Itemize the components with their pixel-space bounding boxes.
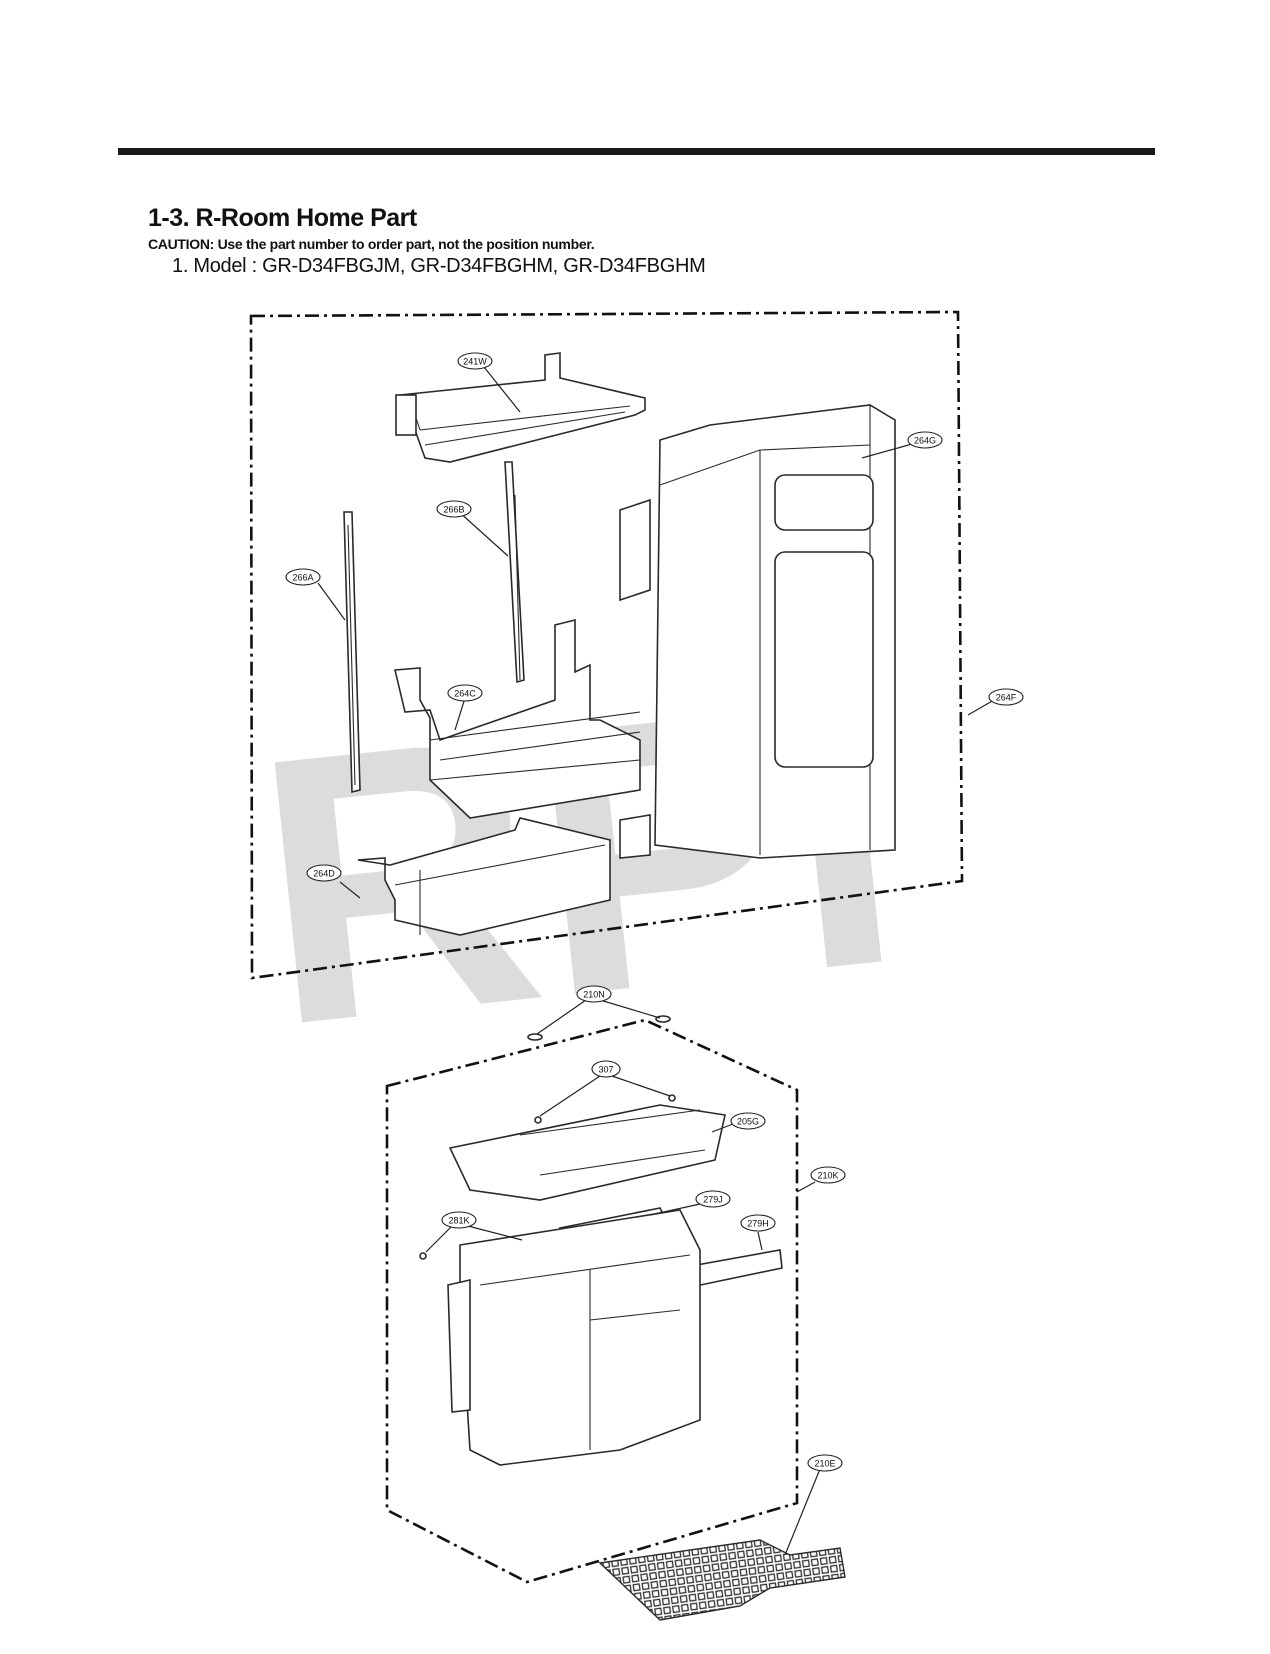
part-241W-shelf <box>395 352 646 463</box>
part-210K-box <box>447 1209 701 1466</box>
leader-lines <box>317 361 995 1556</box>
svg-text:241W: 241W <box>463 357 487 367</box>
part-266B-rail <box>504 461 525 684</box>
svg-text:281K: 281K <box>448 1216 469 1226</box>
svg-text:279J: 279J <box>703 1195 723 1205</box>
callout-264F: 264F <box>988 688 1024 706</box>
callout-279J: 279J <box>695 1190 731 1208</box>
svg-text:210E: 210E <box>814 1459 835 1469</box>
part-264F-cover <box>619 404 896 859</box>
callout-266A: 266A <box>285 568 321 586</box>
part-264C-basket <box>394 618 641 819</box>
callout-210E: 210E <box>807 1454 843 1472</box>
svg-text:264F: 264F <box>996 693 1017 703</box>
callout-264D: 264D <box>306 864 342 882</box>
svg-text:266A: 266A <box>292 573 313 583</box>
svg-text:307: 307 <box>598 1065 613 1075</box>
section-title: 1-3. R-Room Home Part <box>148 204 417 232</box>
top-rule <box>118 148 1155 155</box>
lower-assembly-boundary <box>385 1018 799 1584</box>
svg-text:264D: 264D <box>313 869 335 879</box>
part-205G-lid <box>448 1104 726 1201</box>
part-266A-rail <box>343 511 361 794</box>
svg-text:205G: 205G <box>737 1117 759 1127</box>
callout-279H: 279H <box>740 1214 776 1232</box>
callout-281K: 281K <box>441 1211 477 1229</box>
part-210E-mesh <box>598 1539 846 1621</box>
callout-241W: 241W <box>457 352 493 370</box>
svg-text:264C: 264C <box>454 689 476 699</box>
svg-text:279H: 279H <box>747 1219 769 1229</box>
part-307-screw-right <box>668 1094 676 1102</box>
svg-text:264G: 264G <box>914 436 936 446</box>
svg-text:210K: 210K <box>817 1171 838 1181</box>
upper-assembly-boundary <box>249 310 964 980</box>
part-307-screw-left <box>534 1116 542 1124</box>
model-line: 1. Model : GR-D34FBGJM, GR-D34FBGHM, GR-… <box>172 255 706 277</box>
part-281K-screw-left <box>419 1252 427 1260</box>
svg-text:210N: 210N <box>583 990 605 1000</box>
callout-264C: 264C <box>447 684 483 702</box>
callout-210K: 210K <box>810 1166 846 1184</box>
caution-note: CAUTION: Use the part number to order pa… <box>148 236 595 252</box>
svg-text:266B: 266B <box>443 505 464 515</box>
callout-264G: 264G <box>907 431 943 449</box>
callout-210N: 210N <box>576 985 612 1003</box>
callout-307: 307 <box>591 1060 621 1078</box>
callout-266B: 266B <box>436 500 472 518</box>
callout-205G: 205G <box>730 1112 766 1130</box>
part-264D-basket <box>357 817 611 936</box>
part-210N-clip-left <box>527 1033 543 1041</box>
